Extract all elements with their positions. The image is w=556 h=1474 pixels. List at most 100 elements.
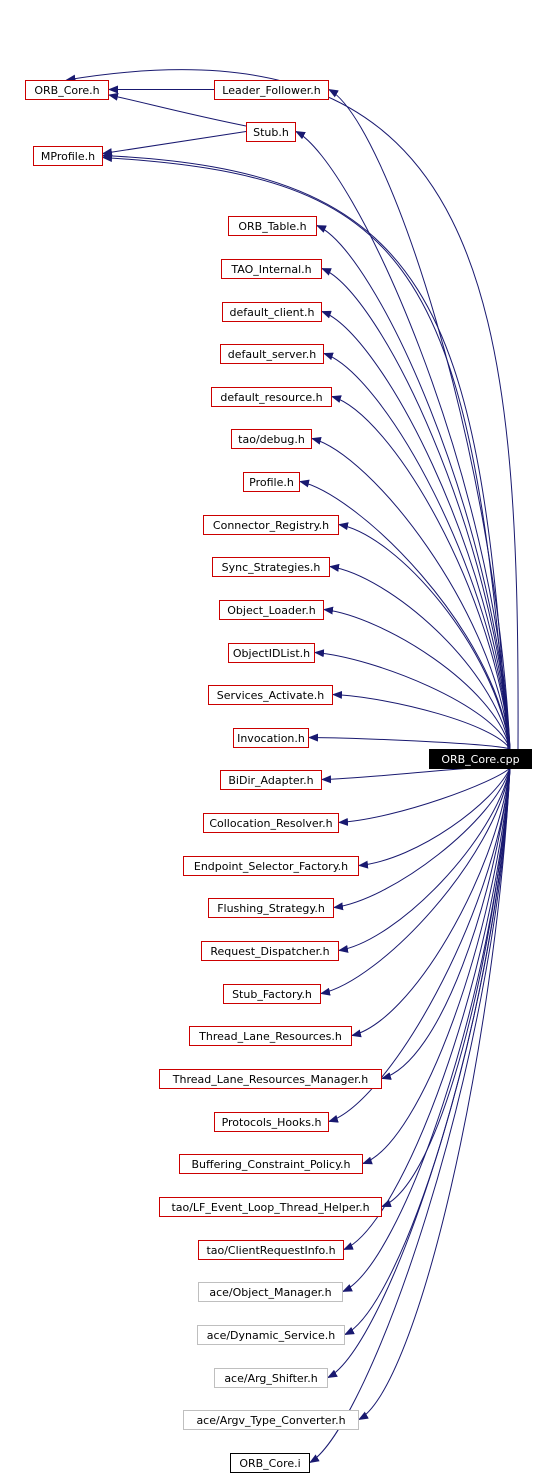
node-lf-event-loop-thread-helper-h[interactable]: tao/LF_Event_Loop_Thread_Helper.h [159,1197,382,1217]
node-box [214,1368,328,1388]
node-invocation-h[interactable]: Invocation.h [233,728,309,748]
edge-stub-to-orb-core [108,92,247,127]
edge-default_resource_h [331,395,511,750]
node-box [223,984,321,1004]
node-box [159,1069,382,1089]
source-node-label: ORB_Core.cpp [441,753,519,766]
edge-sync_strategies_h [329,563,511,750]
node-request-dispatcher-h[interactable]: Request_Dispatcher.h [201,941,339,961]
node-label: ace/Dynamic_Service.h [207,1329,335,1342]
edge-default_server_h [323,352,511,750]
node-box [220,344,324,364]
node-thread-lane-resources-manager-h[interactable]: Thread_Lane_Resources_Manager.h [159,1069,382,1089]
edge-stub-to-mprofile [102,131,247,157]
node-label: Invocation.h [237,732,305,745]
node-ace-argv-type-converter-h[interactable]: ace/Argv_Type_Converter.h [183,1410,359,1430]
node-box [159,1197,382,1217]
node-label: ORB_Table.h [238,220,306,233]
node-layer: ORB_Core.h Leader_Follower.hStub.hMProfil… [25,80,532,1473]
node-label: Buffering_Constraint_Policy.h [192,1158,351,1171]
edge-ace_arg_shifter_h [327,767,511,1378]
node-connector-registry-h[interactable]: Connector_Registry.h [203,515,339,535]
node-endpoint-selector-factory-h[interactable]: Endpoint_Selector_Factory.h [183,856,359,876]
node-box [183,1410,359,1430]
edge-mprofile_h [101,151,509,750]
node-thread-lane-resources-h[interactable]: Thread_Lane_Resources.h [189,1026,352,1046]
edge-stub_h [295,131,511,750]
node-profile-h[interactable]: Profile.h [243,472,300,492]
edge-flushing_strategy_h [333,767,511,911]
node-services-activate-h[interactable]: Services_Activate.h [208,685,333,705]
edge-request_dispatcher_h [338,767,511,953]
node-box [214,1112,329,1132]
node-label: Leader_Follower.h [222,84,320,97]
node-default-client-h[interactable]: default_client.h [222,302,322,322]
node-box [198,1282,343,1302]
node-box [230,1453,310,1473]
edge-lf_event_loop_thread_helper_h [381,767,511,1207]
node-label: tao/LF_Event_Loop_Thread_Helper.h [171,1201,369,1214]
node-label: ace/Arg_Shifter.h [224,1372,317,1385]
node-label: ORB_Core.i [239,1457,300,1470]
edge-thread_lane_resources_h [351,767,511,1038]
node-label: ace/Argv_Type_Converter.h [196,1414,345,1427]
node-label: tao/ClientRequestInfo.h [206,1244,335,1257]
node-orb-table-h[interactable]: ORB_Table.h [228,216,317,236]
edge-ace_argv_type_converter_h [358,767,511,1420]
node-orb-core-h[interactable]: ORB_Core.h [25,80,109,100]
edge-collocation_resolver_h [338,767,511,826]
node-ace-arg-shifter-h[interactable]: ace/Arg_Shifter.h [214,1368,328,1388]
node-label: Thread_Lane_Resources.h [198,1030,342,1043]
node-default-server-h[interactable]: default_server.h [220,344,324,364]
edge-protocols_hooks_h [328,767,511,1123]
edge-invocation_h [308,733,511,750]
node-stub-factory-h[interactable]: Stub_Factory.h [223,984,321,1004]
node-collocation-resolver-h[interactable]: Collocation_Resolver.h [203,813,339,833]
edge-object_loader_h [323,606,511,750]
edge-tao_debug_h [311,436,511,750]
edge-clientrequestinfo_h [343,767,511,1250]
node-label: Services_Activate.h [217,689,324,702]
node-sync-strategies-h[interactable]: Sync_Strategies.h [212,557,330,577]
node-ace-dynamic-service-h[interactable]: ace/Dynamic_Service.h [197,1325,345,1345]
node-label: Connector_Registry.h [213,519,329,532]
node-box [233,728,309,748]
node-objectidlist-h[interactable]: ObjectIDList.h [228,643,315,663]
node-box [208,685,333,705]
node-label: MProfile.h [41,150,95,163]
node-box [219,600,324,620]
node-box [243,472,300,492]
node-mprofile-h[interactable]: MProfile.h [33,146,103,166]
node-ace-object-manager-h[interactable]: ace/Object_Manager.h [198,1282,343,1302]
node-buffering-constraint-policy-h[interactable]: Buffering_Constraint_Policy.h [179,1154,363,1174]
node-orb-core-cpp[interactable]: ORB_Core.cpp [429,749,532,769]
node-object-loader-h[interactable]: Object_Loader.h [219,600,324,620]
node-box [212,557,330,577]
edge-connector_registry_h [338,522,511,750]
node-label: BiDir_Adapter.h [228,774,313,787]
node-flushing-strategy-h[interactable]: Flushing_Strategy.h [208,898,334,918]
node-box [203,813,339,833]
node-label: ObjectIDList.h [233,647,310,660]
node-box [246,122,296,142]
node-clientrequestinfo-h[interactable]: tao/ClientRequestInfo.h [198,1240,344,1260]
node-tao-internal-h[interactable]: TAO_Internal.h [221,259,322,279]
node-stub-h[interactable]: Stub.h [246,122,296,142]
node-label: Request_Dispatcher.h [210,945,329,958]
node-leader-follower-h[interactable]: Leader_Follower.h [214,80,329,100]
node-tao-debug-h[interactable]: tao/debug.h [231,429,312,449]
node-box [228,216,317,236]
node-default-resource-h[interactable]: default_resource.h [211,387,332,407]
node-label: Collocation_Resolver.h [209,817,332,830]
node-label: tao/debug.h [238,433,305,446]
node-label: Sync_Strategies.h [222,561,321,574]
node-label: ace/Object_Manager.h [209,1286,331,1299]
node-box [203,515,339,535]
node-protocols-hooks-h[interactable]: Protocols_Hooks.h [214,1112,329,1132]
node-bidir-adapter-h[interactable]: BiDir_Adapter.h [220,770,322,790]
node-label: Protocols_Hooks.h [222,1116,322,1129]
node-orb-core-i[interactable]: ORB_Core.i [230,1453,310,1473]
edge-ace_object_manager_h [342,767,511,1292]
node-box [220,770,322,790]
